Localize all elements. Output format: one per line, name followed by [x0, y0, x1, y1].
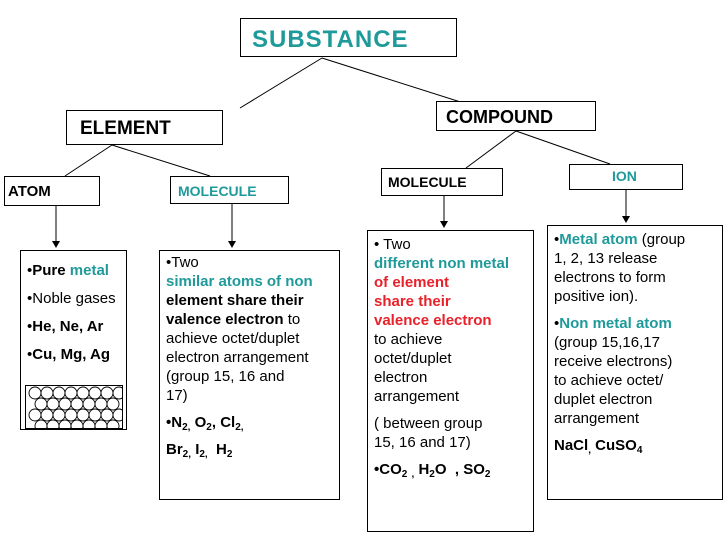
- ion-box: [569, 164, 683, 190]
- compound-molecule-box: [381, 168, 503, 196]
- element-molecule-box: [170, 176, 289, 204]
- substance-box: [240, 18, 457, 57]
- compound-molecule-description: • Two different non metal of element sha…: [367, 230, 534, 532]
- compound-molecule-label: MOLECULE: [388, 174, 467, 190]
- element-label: ELEMENT: [80, 118, 171, 139]
- element-molecule-description: •Two similar atoms of non element share …: [159, 250, 340, 500]
- atom-box: [4, 176, 100, 206]
- atom-lattice-circles: [28, 386, 126, 433]
- element-molecule-label: MOLECULE: [178, 183, 257, 199]
- ion-description: •Metal atom (group 1, 2, 13 release elec…: [547, 225, 723, 500]
- atom-label: ATOM: [8, 183, 51, 200]
- substance-label: SUBSTANCE: [252, 26, 409, 53]
- compound-label: COMPOUND: [446, 107, 553, 127]
- compound-box: [436, 101, 596, 131]
- atom-lattice: [25, 385, 126, 433]
- ion-label: ION: [612, 168, 637, 184]
- element-box: [66, 110, 223, 145]
